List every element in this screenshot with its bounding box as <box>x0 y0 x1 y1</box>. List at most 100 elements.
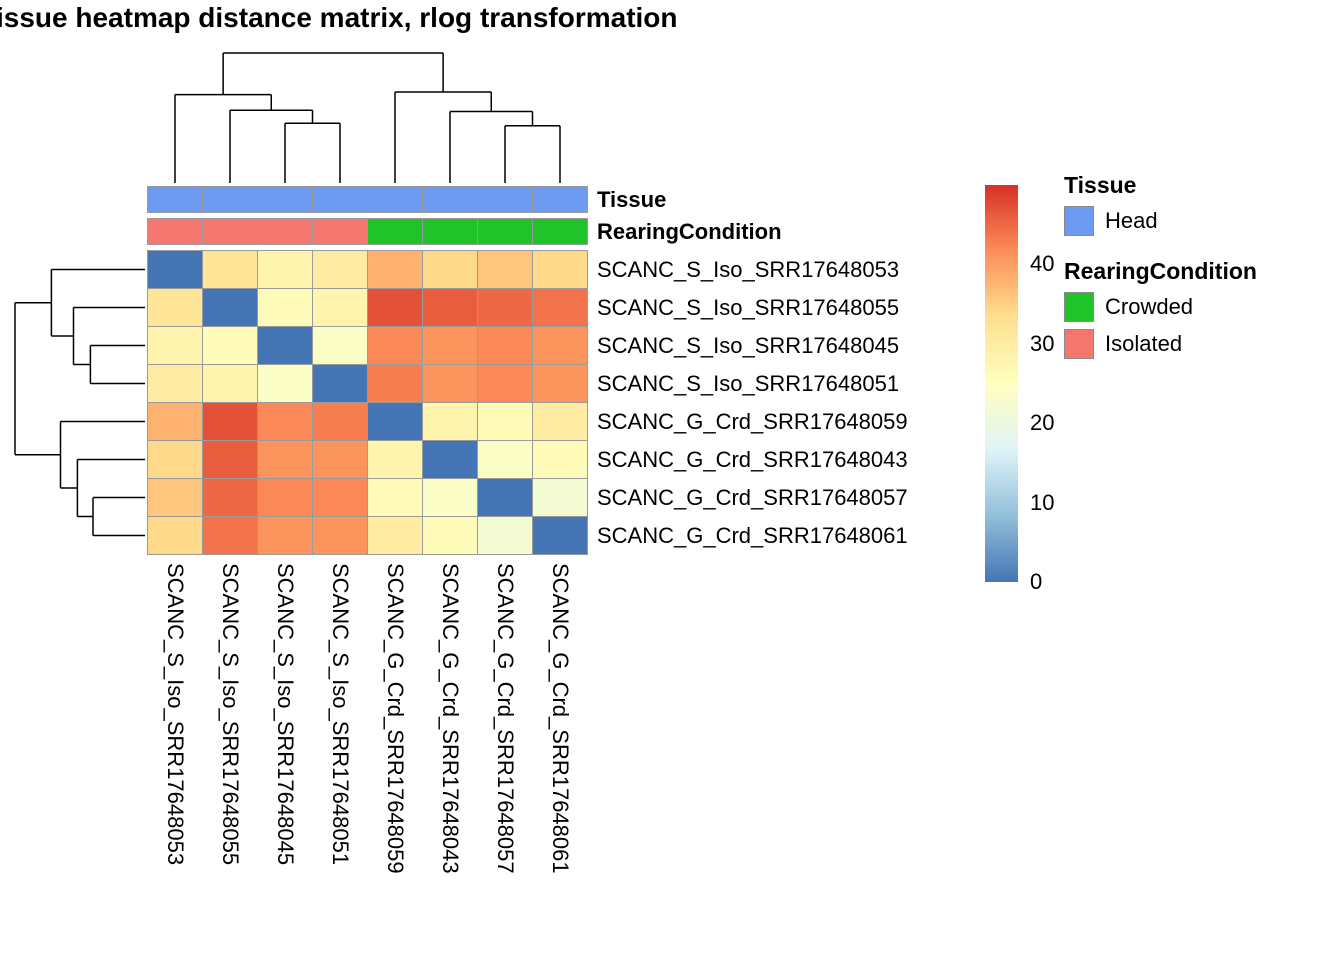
heatmap-cell <box>203 479 257 516</box>
annotation-cell <box>258 187 312 212</box>
heatmap-cell <box>423 327 477 364</box>
col-label-slot: SCANC_G_Crd_SRR17648059 <box>368 563 422 874</box>
row-label: SCANC_G_Crd_SRR17648061 <box>597 523 908 548</box>
heatmap-cell <box>313 327 367 364</box>
color-scale-bar <box>985 185 1018 582</box>
heatmap-cell <box>423 365 477 402</box>
heatmap-cell <box>368 327 422 364</box>
heatmap-cell <box>478 365 532 402</box>
annotation-cell <box>478 219 532 244</box>
tissue-legend-title: Tissue <box>1064 172 1137 198</box>
heatmap-cell <box>368 251 422 288</box>
heatmap-cell <box>258 517 312 554</box>
heatmap-cell <box>478 403 532 440</box>
col-label-slot: SCANC_G_Crd_SRR17648057 <box>478 563 532 874</box>
legend-swatch <box>1064 329 1094 359</box>
col-label-slot: SCANC_G_Crd_SRR17648043 <box>423 563 477 874</box>
col-label-slot: SCANC_S_Iso_SRR17648053 <box>148 563 202 874</box>
row-dendrogram <box>14 268 145 537</box>
heatmap-grid <box>147 250 588 555</box>
heatmap-cell <box>423 517 477 554</box>
legend-tick-label: 0 <box>1030 569 1043 594</box>
heatmap-cell <box>423 251 477 288</box>
tissue-legend-section: Tissue Head <box>1064 172 1257 236</box>
row-label: SCANC_G_Crd_SRR17648059 <box>597 409 908 434</box>
heatmap-cell <box>313 517 367 554</box>
heatmap-cell <box>203 251 257 288</box>
col-label: SCANC_G_Crd_SRR17648057 <box>493 563 518 874</box>
heatmap-cell <box>203 441 257 478</box>
annotation-cell <box>423 219 477 244</box>
annotation-cell <box>368 187 422 212</box>
annotation-cell <box>258 219 312 244</box>
row-label: SCANC_S_Iso_SRR17648053 <box>597 257 900 282</box>
heatmap-cell <box>258 479 312 516</box>
col-label-slot: SCANC_G_Crd_SRR17648061 <box>533 563 587 874</box>
heatmap-cell <box>478 289 532 326</box>
legend-tick-label: 10 <box>1030 489 1055 515</box>
legend-item-label: Crowded <box>1105 294 1194 319</box>
heatmap-cell <box>203 327 257 364</box>
heatmap-cell <box>368 365 422 402</box>
heatmap-cell <box>533 403 587 440</box>
heatmap-cell <box>533 289 587 326</box>
row-label: SCANC_S_Iso_SRR17648051 <box>597 371 900 396</box>
legend-tick-label: 30 <box>1030 330 1055 356</box>
heatmap-cell <box>533 327 587 364</box>
rearing-annotation-label: RearingCondition <box>597 219 782 244</box>
heatmap-cell <box>313 289 367 326</box>
col-label: SCANC_S_Iso_SRR17648053 <box>163 563 188 866</box>
heatmap-cell <box>368 403 422 440</box>
legend-swatch <box>1064 206 1094 236</box>
col-label: SCANC_G_Crd_SRR17648061 <box>548 563 573 874</box>
col-label: SCANC_S_Iso_SRR17648051 <box>328 563 353 866</box>
annotation-cell <box>478 187 532 212</box>
heatmap-cell <box>368 441 422 478</box>
heatmap-cell <box>203 365 257 402</box>
legend-swatch <box>1064 292 1094 322</box>
legend-item: Isolated <box>1064 329 1257 359</box>
heatmap-cell <box>313 403 367 440</box>
annotation-cell <box>313 187 367 212</box>
heatmap-cell <box>148 441 202 478</box>
heatmap-cell <box>258 251 312 288</box>
annotation-cell <box>423 187 477 212</box>
col-label-slot: SCANC_S_Iso_SRR17648051 <box>313 563 367 874</box>
heatmap-cell <box>148 479 202 516</box>
heatmap-cell <box>423 441 477 478</box>
legend-tick-label: 40 <box>1030 251 1055 277</box>
col-label: SCANC_S_Iso_SRR17648055 <box>218 563 243 866</box>
heatmap-cell <box>533 365 587 402</box>
heatmap-cell <box>313 479 367 516</box>
heatmap-cell <box>203 517 257 554</box>
heatmap-cell <box>423 289 477 326</box>
heatmap-cell <box>258 289 312 326</box>
heatmap-cell <box>313 441 367 478</box>
heatmap-cell <box>478 517 532 554</box>
annotation-cell <box>203 187 257 212</box>
heatmap-cell <box>148 365 202 402</box>
annotation-cell <box>148 187 202 212</box>
heatmap-cell <box>258 441 312 478</box>
heatmap-cell <box>258 365 312 402</box>
heatmap-cell <box>203 403 257 440</box>
heatmap-cell <box>478 327 532 364</box>
tissue-annotation-label: Tissue <box>597 187 667 212</box>
heatmap-cell <box>148 251 202 288</box>
tissue-legend-items: Head <box>1064 206 1257 236</box>
tissue-annotation-bar <box>147 186 588 213</box>
annotation-cell <box>533 219 587 244</box>
legend-item: Head <box>1064 206 1257 236</box>
heatmap-cell <box>533 251 587 288</box>
heatmap-cell <box>368 289 422 326</box>
annotation-cell <box>313 219 367 244</box>
row-label: SCANC_G_Crd_SRR17648043 <box>597 447 908 472</box>
heatmap-cell <box>313 251 367 288</box>
page-title: issue heatmap distance matrix, rlog tran… <box>0 2 678 33</box>
heatmap-cell <box>533 517 587 554</box>
col-labels: SCANC_S_Iso_SRR17648053 SCANC_S_Iso_SRR17… <box>147 563 587 874</box>
heatmap-cell <box>313 365 367 402</box>
